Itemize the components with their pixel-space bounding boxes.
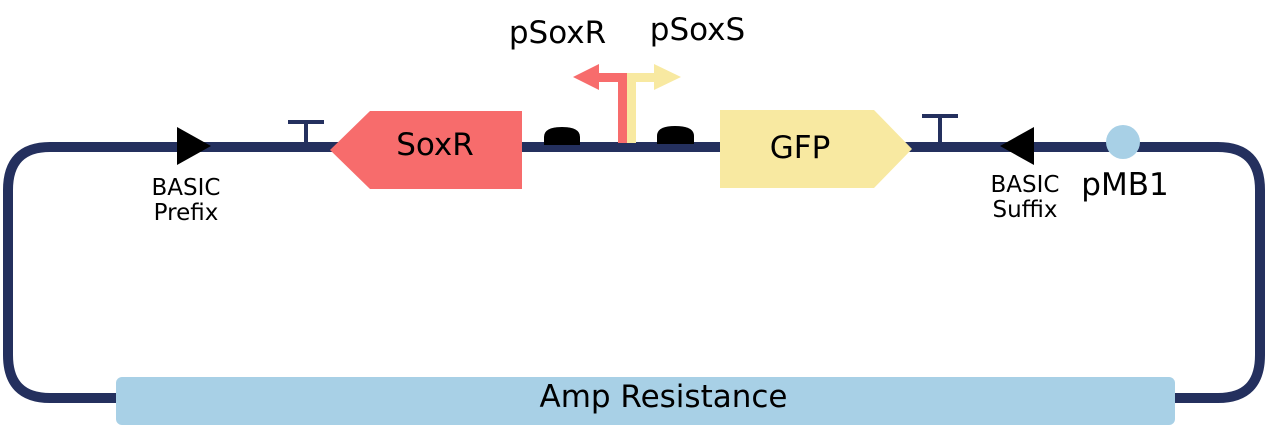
psoxs-promoter-icon — [627, 64, 681, 143]
basic-suffix-label-line2: Suffix — [992, 197, 1058, 224]
amp-resistance-part — [116, 377, 1175, 425]
pmb1-origin — [1106, 125, 1140, 159]
basic-prefix-marker — [177, 127, 211, 165]
basic-suffix-marker — [1000, 127, 1034, 165]
soxr-label: SoxR — [396, 127, 474, 163]
terminator-right-icon — [922, 114, 958, 144]
terminator-left-icon — [288, 120, 324, 146]
gfp-gene — [720, 110, 912, 188]
basic-suffix-label: BASIC Suffix — [975, 172, 1075, 224]
plasmid-backbone — [2, 142, 1265, 403]
gfp-label: GFP — [769, 130, 831, 166]
basic-prefix-label-line2: Prefix — [153, 200, 219, 227]
basic-suffix-label-line1: BASIC — [990, 172, 1060, 198]
rbs-right-icon — [657, 126, 694, 144]
basic-prefix-label-line1: BASIC — [151, 175, 221, 201]
soxr-gene — [330, 111, 522, 189]
basic-prefix-label: BASIC Prefix — [136, 175, 236, 227]
pmb1-label: pMB1 — [1081, 167, 1169, 203]
psoxr-promoter-icon — [573, 64, 627, 143]
psoxs-label: pSoxS — [649, 12, 746, 48]
amp-resistance-label: Amp Resistance — [539, 379, 788, 415]
rbs-left-icon — [544, 127, 580, 145]
psoxr-label: pSoxR — [508, 15, 607, 51]
